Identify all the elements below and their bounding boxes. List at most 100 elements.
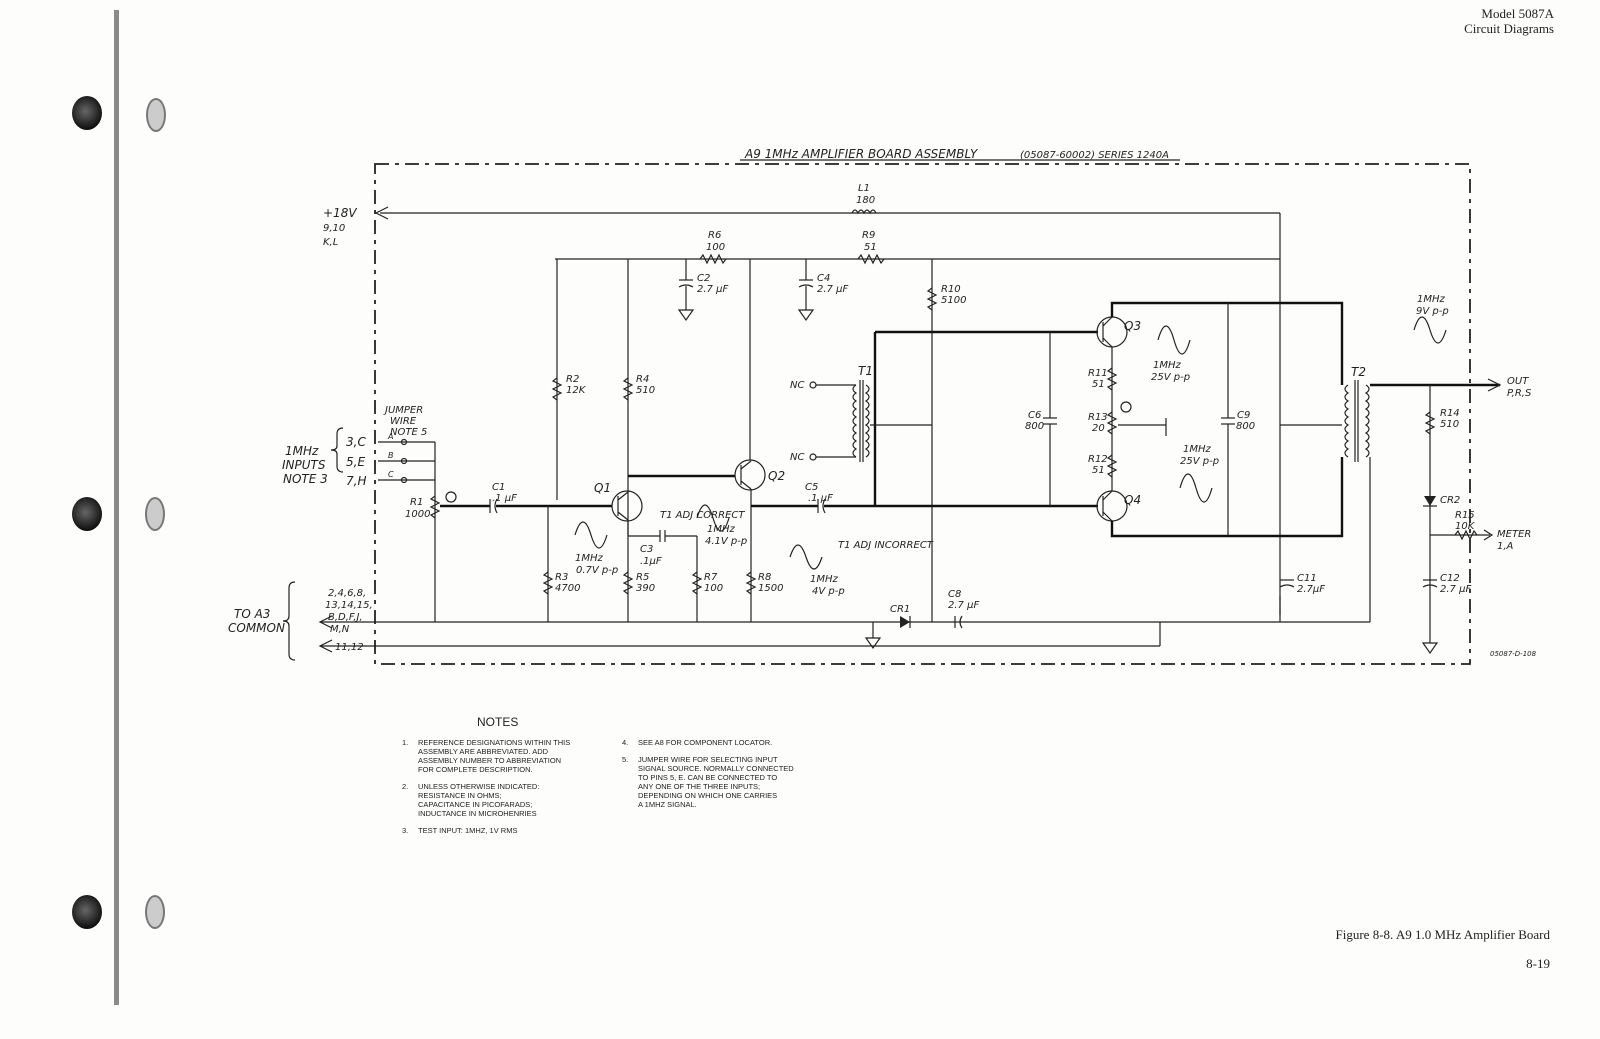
model-number: Model 5087A [1481,6,1554,21]
common-pins-1: 2,4,6,8, [328,588,366,599]
output-waveform [1413,316,1447,344]
supply-label: +18V [323,206,357,220]
figure-caption: Figure 8-8. A9 1.0 MHz Amplifier Board [1335,927,1550,942]
note-number: 2. [402,782,409,791]
transistor-q1 [611,490,643,522]
r1-ref: R1 [410,497,423,508]
r9-value: 51 [864,242,877,253]
capacitor-c2-plate-curved [678,284,694,288]
capacitor-c12-plate-curved [1422,584,1438,588]
diode-cr1 [900,616,910,628]
output-pins: P,R,S [1507,388,1532,399]
note-3: 3.TEST INPUT: 1MHz, 1V RMS [402,826,597,835]
q1-waveform [574,521,608,549]
c8-ref: C8 [948,589,961,600]
capacitor-c5-plate-curved [822,498,826,514]
jumper-pos-b: B [388,451,394,460]
t1-incorrect-waveform [789,544,823,570]
t1-correct-amp: 4.1V p-p [705,536,747,547]
jumper-terminal-a [400,438,408,446]
resistor-r7 [691,571,703,595]
r1-value: 1000 [405,509,430,520]
r4-ref: R4 [636,374,649,385]
jumper-label-2: WIRE [390,416,417,427]
r10-ref: R10 [941,284,961,295]
q3-wave-amp: 25V p-p [1151,372,1190,383]
binder-edge [114,10,119,1005]
jumper-label-3: NOTE 5 [390,427,427,438]
q4-ref: Q4 [1124,493,1141,507]
t1-incorrect-freq: 1MHz [810,574,839,585]
transistor-q2 [734,459,766,491]
page-header: Model 5087A Circuit Diagrams [1464,6,1554,36]
r15-ref: R15 [1455,510,1475,521]
inputs-label-2: INPUTS [282,458,326,472]
t1-primary-winding [852,384,858,458]
q3-collector [1102,316,1113,327]
note-number: 1. [402,738,409,747]
note-number: 4. [622,738,629,747]
l1-ref: L1 [858,183,870,194]
q1-wave-amp: 0.7V p-p [576,565,618,576]
resistor-r3 [542,571,554,595]
resistor-r1 [429,495,441,519]
t2-primary-winding [1344,384,1350,458]
resistor-r12 [1106,454,1118,478]
r10-value: 5100 [941,295,966,306]
common-bus-2-arrow [318,639,333,653]
output-label: OUT [1507,376,1529,387]
common-pins-5: 11,12 [335,642,364,653]
t1-correct-label: T1 ADJ CORRECT [660,510,745,521]
ghost-hole-top [146,98,166,132]
r11-value: 51 [1092,379,1105,390]
r14-value: 510 [1440,419,1459,430]
c9-value: 800 [1236,421,1255,432]
c3-ref: C3 [640,544,653,555]
note-4: 4.SEE A8 FOR COMPONENT LOCATOR. [622,738,812,747]
board-outline [374,163,1471,665]
t1-nc-bottom: NC [790,452,804,463]
c1-value: .1 µF [492,493,517,504]
cr2-ref: CR2 [1440,495,1460,506]
common-pins-2: 13,14,15, [325,600,373,611]
q1-collector [617,491,629,501]
input-pin-1: 3,C [346,435,366,449]
q3-waveform [1157,325,1191,355]
t1-nc-top: NC [790,380,804,391]
common-pins-4: M,N [330,624,350,635]
r6-ref: R6 [708,230,721,241]
r14-ref: R14 [1440,408,1460,419]
transistor-q4 [1096,490,1128,522]
c4-ground-symbol [797,309,815,322]
cr1-ref: CR1 [890,604,910,615]
resistor-r10 [926,287,938,311]
capacitor-c1-plate-curved [494,498,498,514]
t1-incorrect-amp: 4V p-p [812,586,845,597]
q4-wave-freq: 1MHz [1183,444,1212,455]
q4-wave-amp: 25V p-p [1180,456,1219,467]
section-title: Circuit Diagrams [1464,21,1554,36]
jumper-pos-c: C [388,470,394,479]
q1-ref: Q1 [594,481,611,495]
t2-ref: T2 [1351,365,1366,379]
t1-incorrect-label: T1 ADJ INCORRECT [838,540,934,551]
supply-pins-1: 9,10 [323,223,345,234]
resistor-r11 [1106,367,1118,391]
c2-value: 2.7 µF [697,284,728,295]
r2-value: 12K [566,385,587,396]
note-text: REFERENCE DESIGNATIONS WITHIN THIS ASSEM… [418,738,571,774]
c2-ref: C2 [697,273,710,284]
c1-ref: C1 [492,482,505,493]
note-text: UNLESS OTHERWISE INDICATED: RESISTANCE I… [418,782,540,818]
adjustment-mark [445,491,457,503]
c4-value: 2.7 µF [817,284,848,295]
resistor-r2 [551,377,563,401]
r9-ref: R9 [862,230,875,241]
meter-pins: 1,A [1497,541,1514,552]
r5-ref: R5 [636,572,649,583]
l1-value: 180 [856,195,875,206]
resistor-r4 [622,377,634,401]
r13-ref: R13 [1088,412,1108,423]
common-brace [282,581,296,661]
